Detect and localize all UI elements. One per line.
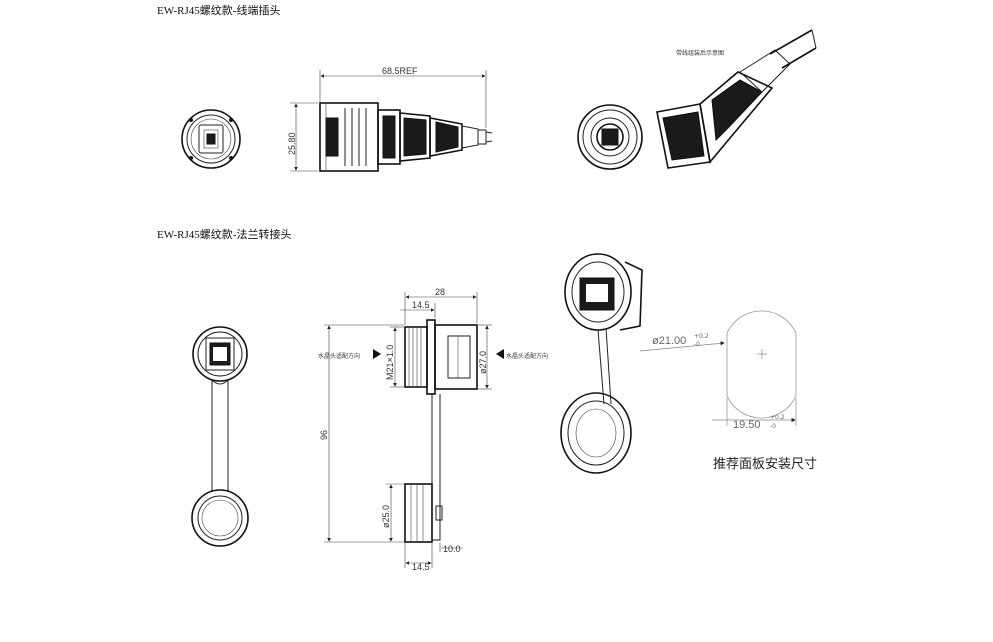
assembly-note: 带线组装后示意图	[676, 49, 724, 57]
flange-width-flange-dim: 14.5	[400, 300, 436, 318]
cap-length-label: 96	[319, 430, 329, 440]
plug-length-label: 68.5REF	[382, 66, 418, 76]
width-flange-label: 14.5	[412, 300, 430, 310]
plug-side-view	[319, 102, 493, 172]
cutout-flat-tol-upper: +0.2	[770, 414, 785, 421]
body-diameter-label: ø27.0	[478, 351, 488, 374]
plug-length-dimension: 68.5REF	[319, 66, 487, 128]
cap-offset-label: 10.0	[443, 544, 461, 554]
panel-cutout-drawing: ø21.00 +0.2 -0 19.50 +0.2 -0 推荐面板安装尺寸	[639, 310, 817, 472]
section2-title: EW-RJ45螺纹款-法兰转接头	[157, 227, 291, 241]
flange-thread-dim: M21×1.0	[385, 326, 404, 388]
flange-width-total-dim: 28	[404, 287, 478, 325]
cap-length-dim: 96	[319, 324, 404, 543]
flange-side-view	[404, 319, 478, 543]
section1-title: EW-RJ45螺纹款-线端插头	[157, 3, 280, 17]
cap-offset-dim: 10.0	[431, 543, 463, 554]
arrow-label-left: 水晶头适配方向	[318, 352, 360, 360]
cutout-flat-label: 19.50	[733, 419, 761, 431]
width-total-label: 28	[435, 287, 445, 297]
arrow-label-right: 水晶头适配方向	[506, 352, 548, 360]
cutout-diameter-label: ø21.00	[652, 335, 686, 347]
plug-assembly-illustration: 带线组装后示意图	[577, 29, 817, 170]
plug-height-dimension: 25.80	[287, 102, 318, 172]
cap-diameter-label: ø25.0	[381, 505, 391, 528]
flange-diameter-dim: ø27.0	[478, 324, 492, 390]
cap-diameter-dim: ø25.0	[381, 483, 404, 542]
flange-perspective-illustration	[560, 253, 643, 474]
plug-height-label: 25.80	[287, 132, 297, 155]
plug-front-view	[181, 109, 241, 169]
flange-front-view	[191, 326, 249, 547]
cutout-flat-tol-lower: -0	[770, 423, 776, 430]
cap-width-label: 14.5	[412, 562, 430, 572]
rj45-direction-left: 水晶头适配方向	[318, 349, 381, 360]
rj45-direction-right: 水晶头适配方向	[496, 349, 548, 360]
thread-label: M21×1.0	[385, 345, 395, 380]
cap-width-dim: 14.5	[404, 543, 433, 572]
panel-caption: 推荐面板安装尺寸	[713, 457, 817, 472]
cutout-diameter-tol-upper: +0.2	[694, 333, 709, 340]
cutout-diameter-tol-lower: -0	[694, 341, 700, 348]
